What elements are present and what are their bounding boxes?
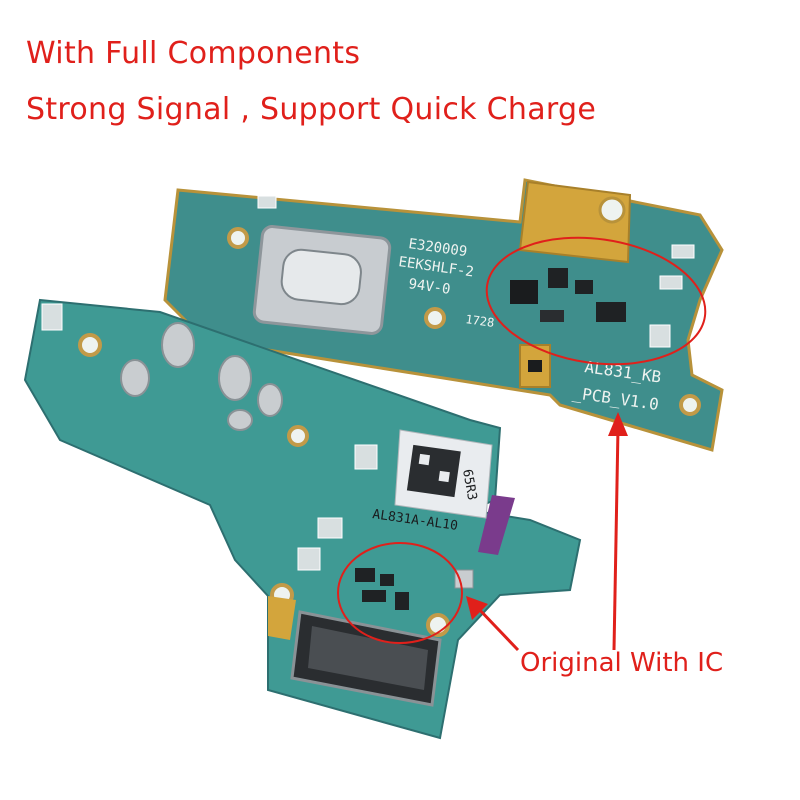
micro-usb-pads xyxy=(120,322,283,431)
board-back: E320009 EEKSHLF-2 94V-0 1728 AL831_KB _P… xyxy=(163,178,724,452)
headline-full-components: With Full Components xyxy=(26,36,361,71)
annotations xyxy=(337,236,707,644)
highlight-ellipse-bottom xyxy=(337,542,463,644)
board-front: AL831A-AL10 65R3 xyxy=(23,298,582,740)
usb-c-port xyxy=(252,225,392,335)
label-code: 65R3 xyxy=(459,468,479,501)
fpc-connector xyxy=(290,610,442,707)
headline-signal-charge: Strong Signal , Support Quick Charge xyxy=(26,92,597,127)
silk-date-code: 1728 xyxy=(465,312,496,330)
silk-code-small: 94V-0 xyxy=(407,276,451,298)
callout-arrows xyxy=(466,412,628,652)
highlight-ellipse-top xyxy=(485,236,707,366)
callout-original-ic: Original With IC xyxy=(520,648,724,678)
